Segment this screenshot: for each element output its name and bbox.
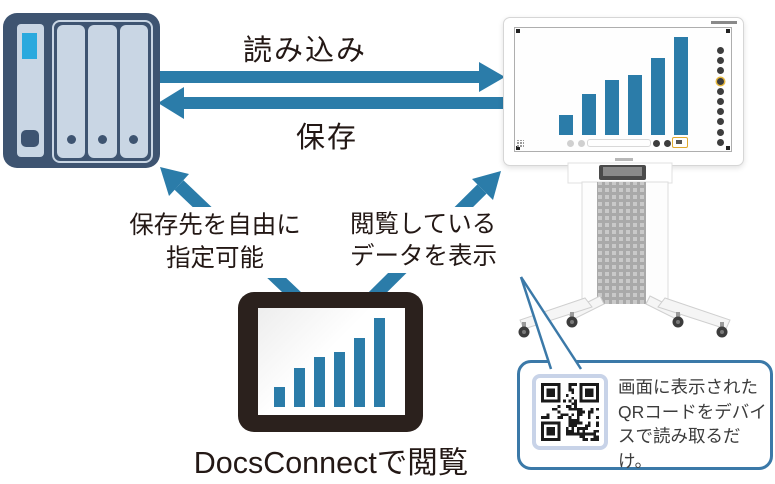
qr-callout-text: 画面に表示された QRコードをデバイ スで読み取るだけ。 [618,375,768,473]
drive-bay-dot [97,135,107,144]
nas-drive-bay [57,25,86,158]
whiteboard-bottom-toolbar [515,137,731,149]
screen-corner-mark [726,146,730,150]
toolbar-button [717,57,724,65]
tablet-icon [238,292,423,432]
nas-power-button [21,130,39,147]
toolbar-button [664,140,671,147]
chart-bar [628,75,642,135]
toolbar-button [717,47,724,54]
note-line: 保存先を自由に [129,212,301,239]
callout-line: QRコードをデバイ [618,401,767,422]
note-line: 指定可能 [166,245,264,272]
screen-corner-mark [726,29,730,33]
qr-callout: 画面に表示された QRコードをデバイ スで読み取るだけ。 [517,360,773,473]
drive-bay-dot [66,135,76,144]
stand-perforated-panel [597,182,646,304]
nas-front-panel [17,24,44,157]
display-mode-button-selected [672,137,688,148]
toolbar-button [653,140,660,147]
callout-line: スで読み取るだけ。 [618,426,741,471]
brand-logo [614,158,633,161]
toolbar-button [717,108,724,116]
display-stand [518,162,731,338]
whiteboard-side-toolbar [717,47,724,146]
note-line: 閲覧している [350,211,497,238]
pen-tray [599,165,646,180]
toolbar-button [717,97,724,105]
toolbar-button [717,138,724,146]
toolbar-button [717,118,724,126]
tablet-screen [258,308,405,415]
nas-storage-icon [3,13,160,168]
stand-legs [519,295,731,330]
whiteboard-status-text [711,21,737,24]
note-save-destination: 保存先を自由に 指定可能 [113,207,317,278]
drive-bay-dot [129,135,139,144]
chart-bar [582,94,596,135]
chart-bar [674,37,688,135]
toolbar-button [717,87,724,95]
toolbar-button [717,67,724,75]
tablet-caption: DocsConnectで閲覧 [193,446,469,480]
note-view-data: 閲覧している データを表示 [338,207,528,273]
chart-bar [274,387,285,407]
chart-bar [651,58,665,135]
chart-bar [605,80,619,135]
interactive-whiteboard-icon [503,17,744,166]
qr-code-icon [532,374,608,450]
qr-code-pattern [541,383,599,441]
nas-drive-bays [52,20,153,163]
save-arrow-label: 保存 [295,122,358,154]
chart-bar [559,115,573,135]
chart-bar [294,368,305,407]
chart-bar [314,357,325,407]
chart-bar [374,318,385,407]
tablet-bar-chart [274,318,385,407]
toolbar-button [717,128,724,136]
chart-bar [334,352,345,407]
toolbar-button [567,140,574,147]
whiteboard-bar-chart [559,37,688,135]
nas-drive-bay [88,25,117,158]
stand-column [581,181,669,303]
note-line: データを表示 [350,243,497,270]
nas-drive-bay [119,25,148,158]
grid-icon [517,140,524,147]
callout-line: 画面に表示された [618,377,758,397]
load-arrow-label: 読み込み [242,35,367,67]
stand-mount [567,162,673,184]
stand-casters [518,312,728,338]
screen-corner-mark [516,146,520,150]
nas-led-indicator [22,33,37,59]
toolbar-button-selected [717,77,724,85]
chart-bar [354,338,365,407]
whiteboard-screen [514,27,732,152]
toolbar-button [578,140,585,147]
page-scrollbar [587,139,651,147]
screen-corner-mark [516,29,520,33]
